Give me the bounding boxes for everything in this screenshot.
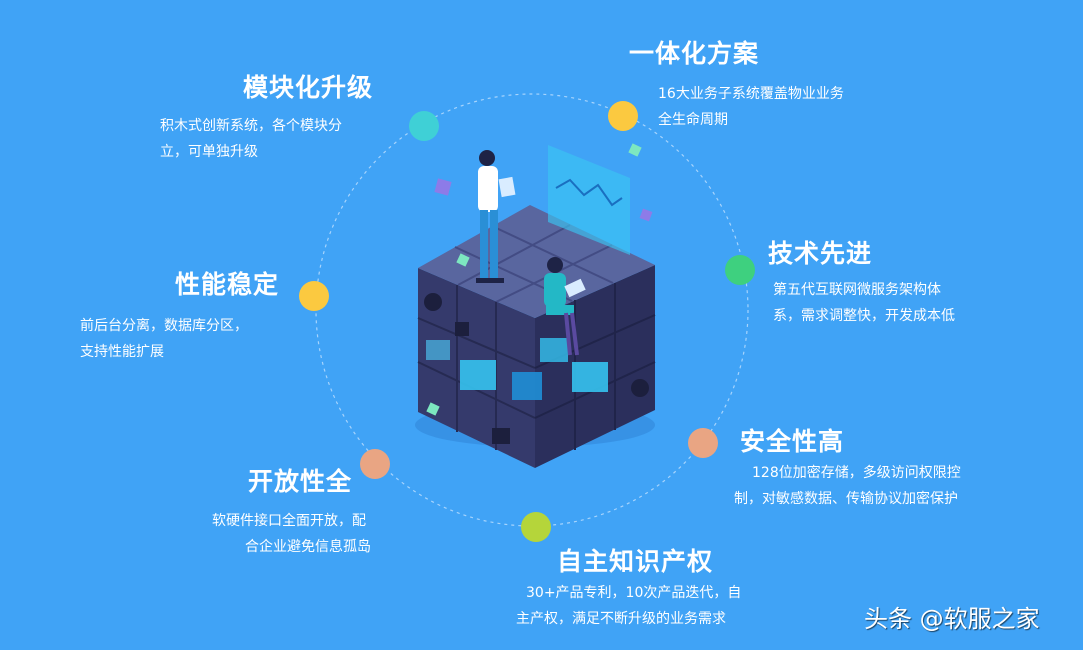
orbit-ring — [315, 93, 749, 527]
feature-desc-line: 软硬件接口全面开放，配 — [212, 513, 366, 529]
feature-title-secure: 安全性高 — [740, 427, 845, 456]
cube-screen — [572, 362, 608, 392]
feature-desc-line: 前后台分离，数据库分区， — [80, 318, 248, 334]
feature-dot-tech — [725, 255, 755, 285]
feature-desc-integrated: 16大业务子系统覆盖物业业务 全生命周期 — [658, 81, 844, 133]
cube-screen — [512, 372, 542, 400]
feature-desc-line: 第五代互联网微服务架构体 — [773, 282, 941, 298]
floating-cube — [426, 402, 440, 416]
feature-dot-secure — [688, 428, 718, 458]
feature-desc-line: 立，可单独升级 — [160, 144, 258, 160]
feature-title-ip: 自主知识产权 — [557, 547, 714, 576]
floating-cube — [628, 143, 642, 157]
cube-speaker — [631, 379, 649, 397]
feature-desc-line: 支持性能扩展 — [80, 344, 164, 360]
feature-desc-line: 主产权，满足不断升级的业务需求 — [516, 611, 726, 627]
feature-title-modular: 模块化升级 — [243, 73, 374, 102]
cube-small-box — [455, 322, 469, 336]
feature-desc-modular: 积木式创新系统，各个模块分 立，可单独升级 — [160, 113, 342, 165]
feature-desc-secure: 128位加密存储，多级访问权限控 制，对敏感数据、传输协议加密保护 — [734, 460, 961, 512]
floating-cube — [639, 208, 653, 222]
cube-top-face — [418, 205, 655, 318]
sitting-person-figure — [544, 257, 586, 356]
feature-desc-line: 128位加密存储，多级访问权限控 — [752, 465, 961, 481]
feature-desc-line: 16大业务子系统覆盖物业业务 — [658, 86, 844, 102]
feature-desc-ip: 30+产品专利，10次产品迭代，自 主产权，满足不断升级的业务需求 — [516, 580, 741, 632]
feature-dot-stable — [299, 281, 329, 311]
feature-desc-line: 积木式创新系统，各个模块分 — [160, 118, 342, 134]
feature-title-tech: 技术先进 — [768, 239, 873, 268]
feature-desc-open: 软硬件接口全面开放，配 合企业避免信息孤岛 — [212, 508, 371, 560]
cube-screen — [460, 360, 496, 390]
feature-dot-open — [360, 449, 390, 479]
feature-desc-line: 制，对敏感数据、传输协议加密保护 — [734, 491, 958, 507]
feature-desc-tech: 第五代互联网微服务架构体 系，需求调整快，开发成本低 — [773, 277, 955, 329]
holo-chart-line — [555, 178, 623, 207]
feature-dot-modular — [409, 111, 439, 141]
feature-desc-line: 全生命周期 — [658, 112, 728, 128]
cube-panel — [426, 340, 450, 360]
feature-title-stable: 性能稳定 — [175, 270, 280, 299]
feature-desc-line: 30+产品专利，10次产品迭代，自 — [526, 585, 742, 601]
holo-panel — [548, 145, 630, 255]
feature-desc-stable: 前后台分离，数据库分区， 支持性能扩展 — [80, 313, 248, 365]
feature-dot-integrated — [608, 101, 638, 131]
cube-small-box — [492, 428, 510, 444]
feature-dot-ip — [521, 512, 551, 542]
cube-screen — [540, 338, 568, 362]
feature-desc-line: 合企业避免信息孤岛 — [245, 539, 371, 555]
watermark-text: 头条 @软服之家 — [864, 605, 1040, 633]
feature-title-open: 开放性全 — [248, 467, 353, 496]
floating-cube — [456, 253, 470, 267]
standing-person-figure — [476, 150, 516, 283]
cube-speaker — [424, 293, 442, 311]
feature-title-integrated: 一体化方案 — [629, 39, 760, 68]
floating-cube — [434, 178, 452, 196]
feature-desc-line: 系，需求调整快，开发成本低 — [773, 308, 955, 324]
